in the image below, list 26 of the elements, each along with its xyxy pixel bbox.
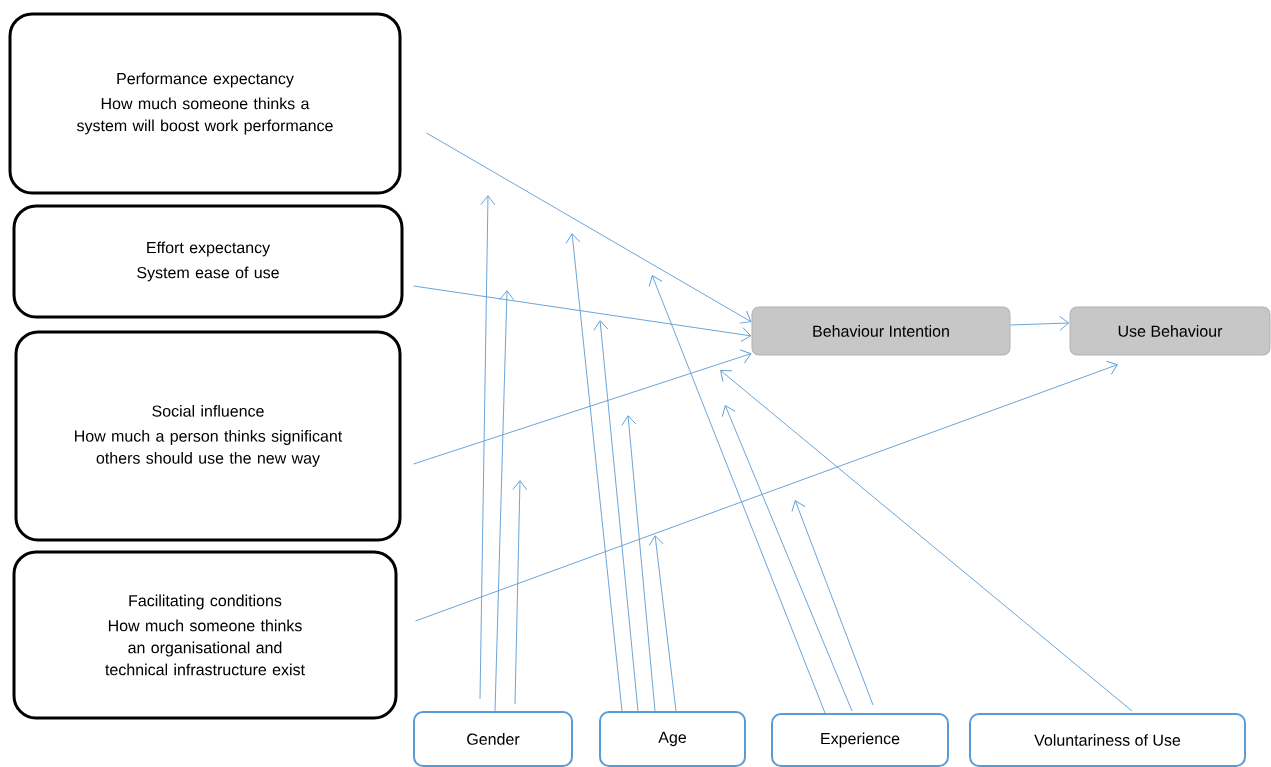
arrow <box>720 370 1133 712</box>
construct-box: Facilitating conditions How much someone thinks an organisational and technical infrastructure exist <box>12 550 398 720</box>
arrow <box>791 500 874 706</box>
arrow <box>413 285 752 342</box>
arrow <box>721 405 853 712</box>
arrow <box>648 275 826 714</box>
moderator-box: Experience <box>771 713 949 767</box>
moderator-box: Voluntariness of Use <box>969 713 1246 767</box>
arrow <box>621 415 656 712</box>
arrow <box>648 535 677 712</box>
arrow <box>593 320 639 712</box>
outcome-box: Behaviour Intention <box>751 306 1011 356</box>
arrow <box>565 233 623 712</box>
arrow <box>479 195 496 700</box>
arrow <box>413 349 752 465</box>
construct-box: Social influence How much a person thinks significant others should use the new way <box>14 330 402 542</box>
construct-box: Performance expectancy How much someone thinks a system will boost work performance <box>8 12 402 195</box>
construct-box: Effort expectancy System ease of use <box>12 204 404 319</box>
arrow <box>512 480 528 705</box>
outcome-box: Use Behaviour <box>1069 306 1271 356</box>
arrow <box>426 132 752 324</box>
moderator-box: Age <box>599 711 746 767</box>
arrow <box>1010 315 1070 331</box>
moderator-box: Gender <box>413 711 573 767</box>
arrow <box>494 290 515 712</box>
arrow <box>415 360 1118 622</box>
